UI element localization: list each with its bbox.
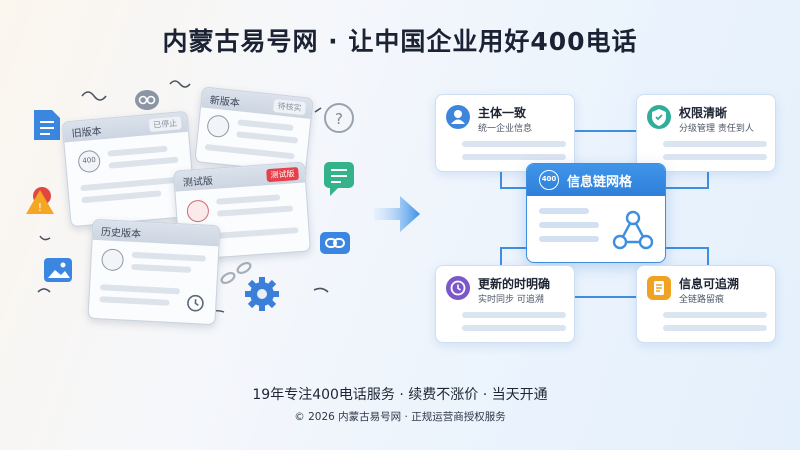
shield-icon: [647, 105, 671, 129]
node-permission-clear: 权限清晰 分级管理 责任到人: [636, 94, 776, 172]
scattered-versions-illustration: ? !: [0, 0, 380, 370]
node-update-timing: 更新的时明确 实时同步 可追溯: [435, 265, 575, 343]
card-old-title: 旧版本: [71, 126, 103, 140]
chat-icon: [324, 162, 354, 196]
phone-badge-icon: [101, 248, 125, 272]
node-subtitle: 统一企业信息: [478, 124, 533, 134]
node-subtitle: 实时同步 可追溯: [478, 295, 544, 305]
node-subtitle: 分级管理 责任到人: [679, 124, 754, 134]
card-new-title: 新版本: [209, 95, 241, 110]
network-graph-icon: [612, 210, 654, 250]
node-title: 权限清晰: [679, 106, 728, 120]
clock-icon: [187, 294, 204, 312]
phone-badge-icon: 400: [77, 149, 102, 174]
node-entity-consistent: 主体一致 统一企业信息: [435, 94, 575, 172]
node-title: 信息可追溯: [679, 277, 740, 291]
phone-badge-icon: [186, 199, 210, 223]
warning-icon: !: [26, 187, 54, 214]
footer-tagline: 19年专注400电话服务 · 续费不涨价 · 当天开通: [252, 387, 548, 403]
node-title: 主体一致: [478, 106, 527, 120]
phone-badge-icon: 400: [539, 170, 559, 190]
link-icon-blue: [320, 232, 350, 254]
svg-text:?: ?: [335, 110, 343, 128]
question-icon: ?: [324, 103, 354, 133]
node-traceable: 信息可追溯 全链路留痕: [636, 265, 776, 343]
footer-copyright: © 2026 内蒙古易号网 · 正规运营商授权服务: [294, 411, 506, 423]
image-icon: [44, 258, 72, 282]
card-old-tag: 已停止: [148, 116, 182, 133]
decoration-layer: ? !: [26, 80, 354, 317]
phone-badge-icon: [206, 114, 231, 139]
svg-text:!: !: [38, 201, 42, 214]
card-test-title: 测试版: [182, 175, 214, 190]
card-test-tag: 测试版: [266, 166, 299, 183]
node-subtitle: 全链路留痕: [679, 295, 725, 305]
center-title: 信息链网格: [567, 175, 633, 190]
node-info-chain-grid: 400 信息链网格: [526, 163, 666, 263]
page-title: 内蒙古易号网 · 让中国企业用好400电话: [162, 27, 638, 56]
card-new-version: 新版本 待核实: [194, 86, 314, 174]
document-icon: [647, 276, 671, 300]
broken-link-icon: [220, 261, 252, 285]
card-new-tag: 待核实: [272, 98, 307, 116]
gear-icon: [245, 277, 279, 311]
clock-icon: [446, 276, 470, 300]
transform-arrow-icon: [374, 196, 420, 232]
card-history-title: 历史版本: [100, 227, 142, 241]
document-icon-blue: [34, 110, 60, 140]
link-icon-top: [135, 90, 159, 110]
user-icon: [446, 105, 470, 129]
node-title: 更新的时明确: [478, 277, 551, 291]
card-history-version: 历史版本: [87, 218, 221, 326]
